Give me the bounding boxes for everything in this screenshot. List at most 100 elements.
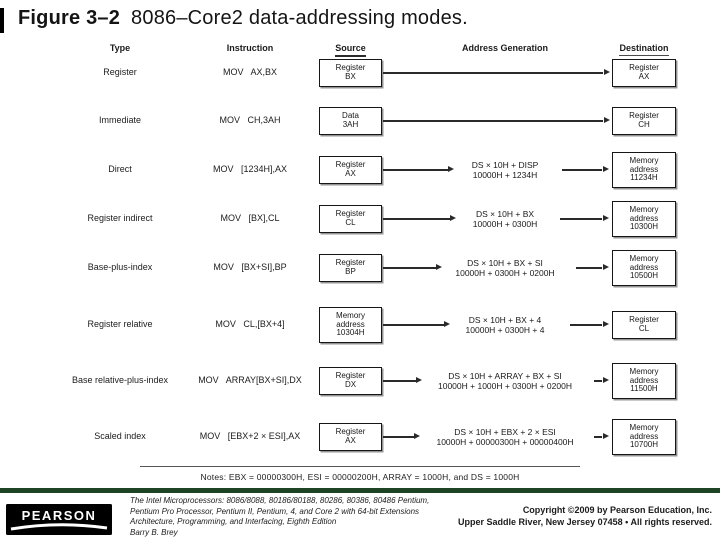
arrow-to-destination — [560, 218, 602, 220]
arrow-to-address-generation — [383, 267, 436, 269]
destination-box-line: 10500H — [629, 271, 659, 281]
arrowhead-icon — [448, 166, 454, 172]
column-header-instruction-label: Instruction — [226, 43, 274, 53]
instruction-text: MOV [BX+SI],BP — [213, 262, 287, 272]
destination-box-line: address — [629, 164, 659, 174]
column-header-type-label: Type — [109, 43, 131, 53]
figure-number: Figure 3–2 — [18, 7, 121, 29]
destination-box-line: CL — [638, 323, 650, 333]
arrow-to-destination — [576, 267, 602, 269]
arrow-to-address-generation — [383, 380, 416, 382]
source-box-line: BP — [345, 266, 356, 276]
notes-divider — [140, 466, 580, 467]
source-box-line: DX — [344, 379, 357, 389]
addressing-mode-type: Base-plus-index — [87, 262, 153, 272]
column-header-destination: Destination — [612, 43, 676, 56]
source-box-line: 10304H — [336, 328, 365, 338]
source-box-line: Register — [335, 209, 366, 219]
addressing-mode-type: Direct — [108, 164, 132, 174]
figure-notes: Notes: EBX = 00000300H, ESI = 00000200H,… — [200, 472, 520, 482]
source-box-line: AX — [345, 168, 356, 178]
arrow-to-address-generation — [383, 169, 448, 171]
instruction-text: MOV AX,BX — [222, 67, 278, 77]
arrowhead-icon — [444, 321, 450, 327]
address-calculation: 10000H + 1000H + 0300H + 0200H — [438, 381, 572, 391]
destination-box-line: address — [629, 213, 659, 223]
destination-box-line: Memory — [629, 367, 659, 377]
instruction-text: MOV ARRAY[BX+SI],DX — [198, 375, 302, 385]
footer-accent-bar — [0, 488, 720, 493]
destination-box-line: 11234H — [630, 173, 658, 183]
destination-box-line: 11500H — [630, 384, 658, 394]
arrowhead-icon — [604, 69, 610, 75]
arrow-to-destination — [570, 324, 602, 326]
addressing-mode-type: Scaled index — [94, 431, 146, 441]
instruction-text: MOV CL,[BX+4] — [215, 319, 285, 329]
column-header-type: Type — [32, 43, 208, 53]
arrowhead-icon — [603, 433, 609, 439]
instruction-text: MOV CH,3AH — [219, 115, 281, 125]
address-expression: DS × 10H + BX — [475, 209, 535, 219]
arrow-to-address-generation — [383, 218, 450, 220]
arrow-to-destination — [594, 436, 602, 438]
source-box-line: 3AH — [342, 119, 359, 129]
source-box-line: Register — [335, 160, 366, 170]
column-header-instruction: Instruction — [185, 43, 315, 53]
book-citation: The Intel Microprocessors: 8086/8088, 80… — [130, 496, 460, 538]
destination-box-line: AX — [638, 71, 650, 81]
book-citation-line: Architecture, Programming, and Interfaci… — [130, 517, 337, 526]
addressing-mode-type: Register — [103, 67, 137, 77]
arrow-to-destination — [594, 380, 602, 382]
arrowhead-icon — [603, 166, 609, 172]
destination-box-line: address — [629, 431, 659, 441]
column-header-address-generation: Address Generation — [420, 43, 590, 53]
addressing-mode-type: Base relative-plus-index — [71, 375, 169, 385]
instruction-text: MOV [1234H],AX — [212, 164, 288, 174]
address-expression: DS × 10H + BX + SI — [467, 258, 543, 268]
addressing-mode-type: Register indirect — [87, 213, 153, 223]
destination-box-line: Memory — [629, 254, 659, 264]
destination-box-line: address — [629, 375, 659, 385]
arrowhead-icon — [603, 215, 609, 221]
arrowhead-icon — [604, 117, 610, 123]
arrowhead-icon — [603, 377, 609, 383]
destination-box-line: 10300H — [629, 222, 659, 232]
arrow-to-destination — [383, 72, 603, 74]
pearson-logo: PEARSON — [6, 504, 112, 535]
source-box-line: Register — [335, 371, 366, 381]
arrowhead-icon — [450, 215, 456, 221]
source-box-line: Register — [335, 63, 366, 73]
column-header-source-label: Source — [335, 43, 366, 57]
arrowhead-icon — [603, 264, 609, 270]
address-expression: DS × 10H + EBX + 2 × ESI — [454, 427, 556, 437]
destination-box-line: Register — [629, 111, 659, 121]
source-box-line: address — [336, 319, 365, 329]
destination-box-line: Memory — [629, 156, 659, 166]
arrowhead-icon — [603, 321, 609, 327]
destination-box-line: CH — [638, 119, 650, 129]
address-expression: DS × 10H + DISP — [471, 160, 539, 170]
svg-text:PEARSON: PEARSON — [22, 508, 97, 523]
column-header-address-generation-label: Address Generation — [461, 43, 549, 53]
scan-edge-mark — [0, 8, 4, 33]
arrowhead-icon — [416, 377, 422, 383]
